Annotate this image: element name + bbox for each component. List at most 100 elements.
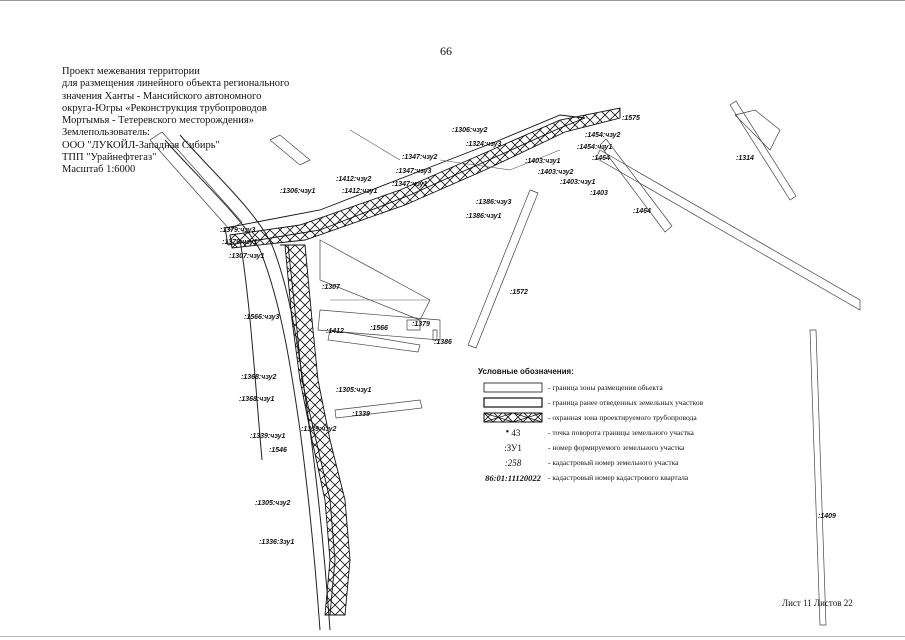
parcel-outline (595, 149, 861, 311)
map-label: :1412:чзу1 (342, 188, 378, 195)
parcel-outline (334, 399, 423, 419)
map-label: :1379:чзу3 (220, 227, 256, 234)
legend-item: :258 - кадастровый номер земельного учас… (478, 455, 748, 470)
header-line: ТПП "Урайнефтегаз" (62, 152, 157, 164)
parcel-outline (729, 100, 797, 201)
sheet-info: Лист 11 Листов 22 (782, 598, 853, 608)
map-label: :1386:чзу3 (476, 199, 512, 206)
header-line: значения Ханты - Мансийского автономного (62, 90, 262, 102)
placement-zone (280, 244, 336, 616)
legend-item: - граница зоны размещения объекта (478, 380, 748, 395)
legend-text: - кадастровый номер земельного участка (548, 458, 679, 467)
map-label: :1454:чзу1 (577, 144, 613, 151)
road-line (164, 139, 321, 631)
parcel-outline (734, 109, 781, 151)
header-line: для размещения линейного объекта региона… (62, 78, 290, 90)
document-header: Проект межевания территории для размещен… (62, 66, 289, 177)
map-label: :1368:чзу1 (239, 396, 275, 403)
parcel-outline (809, 329, 827, 626)
header-line: Масштаб 1:6000 (62, 164, 136, 176)
map-label: :1305:чзу1 (336, 387, 372, 394)
legend-text: - номер формируемого земельного участка (548, 443, 685, 452)
parcel-outline (319, 239, 431, 321)
pipeline-zone (284, 244, 351, 616)
map-label: :1379 (412, 321, 430, 328)
map-label: :1464 (592, 155, 610, 162)
placement-zone (224, 114, 586, 246)
map-label: :1314 (736, 155, 754, 162)
legend-item: - граница ранее отведенных земельных уча… (478, 395, 748, 410)
map-label: :1339:чзу1 (250, 433, 286, 440)
header-line: Землепользователь: (62, 127, 150, 139)
parcel-outline (406, 319, 421, 331)
legend-text: - кадастровый номер кадастрового квартал… (548, 473, 689, 482)
map-label: :1386 (434, 339, 452, 346)
prior-parcel-symbol (483, 397, 543, 408)
map-label: :1403 (590, 190, 608, 197)
map-label: :1347:чзу2 (402, 154, 438, 161)
legend-symbol: 43 (511, 427, 521, 438)
map-label: :1464 (633, 208, 651, 215)
map-label: :1409 (818, 513, 836, 520)
legend-text: - охранная зона проектируемого трубопров… (548, 413, 697, 422)
header-line: ООО "ЛУКОЙЛ-Западная Сибирь" (62, 139, 220, 151)
map-label: :1572 (510, 289, 528, 296)
parcel-outline (317, 309, 441, 341)
map-label: :1403:чзу1 (560, 179, 596, 186)
map-label: :1368:чзу2 (241, 374, 277, 381)
road-line (239, 239, 263, 461)
legend-symbol: :258 (504, 457, 522, 468)
legend-text: - точка поворота границы земельного учас… (548, 428, 694, 437)
map-label: :1546 (269, 447, 287, 454)
top-border (0, 0, 905, 1)
legend-symbol: :ЗУ1 (504, 442, 522, 453)
map-label: :1412 (326, 328, 344, 335)
map-label: :1454:чзу2 (585, 132, 621, 139)
parcel-outline (432, 329, 438, 341)
header-line: Мортымья - Тетеревского месторождения» (62, 115, 254, 127)
legend-item: 86:01:11120022 - кадастровый номер кадас… (478, 470, 748, 485)
map-label: :1324:чзу3 (466, 141, 502, 148)
map-label: :1347:чзу1 (392, 181, 428, 188)
legend-item: :ЗУ1 - номер формируемого земельного уча… (478, 440, 748, 455)
map-label: :1347:чзу3 (396, 168, 432, 175)
parcel-outline (149, 131, 243, 231)
legend-text: - граница ранее отведенных земельных уча… (548, 398, 704, 407)
legend-text: - граница зоны размещения объекта (548, 383, 663, 392)
map-label: :1566:чзу3 (244, 314, 280, 321)
boundary-line (439, 149, 561, 171)
map-label: :1307:чзу1 (229, 253, 265, 260)
map-label: :1305:чзу2 (255, 500, 291, 507)
parcel-outline (599, 138, 673, 233)
header-line: округа-Югры «Реконструкция трубопроводов (62, 102, 267, 114)
page-number: 66 (440, 44, 452, 58)
point-dot-icon: • (505, 427, 510, 438)
legend-item: - охранная зона проектируемого трубопров… (478, 410, 748, 425)
map-label: :1403:чзу1 (525, 158, 561, 165)
parcel-outline (269, 134, 311, 166)
header-line: Проект межевания территории (62, 66, 200, 77)
protection-zone-symbol (483, 412, 543, 423)
map-legend: Условные обозначения: - граница зоны раз… (478, 367, 748, 485)
placement-zone-symbol (483, 382, 543, 393)
boundary-line (349, 129, 401, 161)
map-label: :1339 (352, 411, 370, 418)
bottom-border (0, 636, 905, 637)
parcel-outline (327, 329, 421, 353)
map-label: :1336:3зу1 (259, 539, 295, 546)
map-label: :1307 (322, 284, 340, 291)
legend-symbol: 86:01:11120022 (485, 472, 541, 483)
legend-item: • 43 - точка поворота границы земельного… (478, 425, 748, 440)
map-label: :1412:чзу2 (336, 176, 372, 183)
map-label: :1386:чзу1 (466, 213, 502, 220)
map-label: :1403:чзу2 (538, 169, 574, 176)
map-label: :1306:чзу1 (280, 188, 316, 195)
map-label: :1566 (370, 325, 388, 332)
parcel-outline (467, 189, 539, 349)
legend-title: Условные обозначения: (478, 367, 574, 376)
map-label: :1339:чзу2 (301, 426, 337, 433)
map-label: :1575 (622, 115, 640, 122)
map-label: :1306:чзу2 (452, 127, 488, 134)
map-label: :1379:чзу1 (222, 239, 258, 246)
